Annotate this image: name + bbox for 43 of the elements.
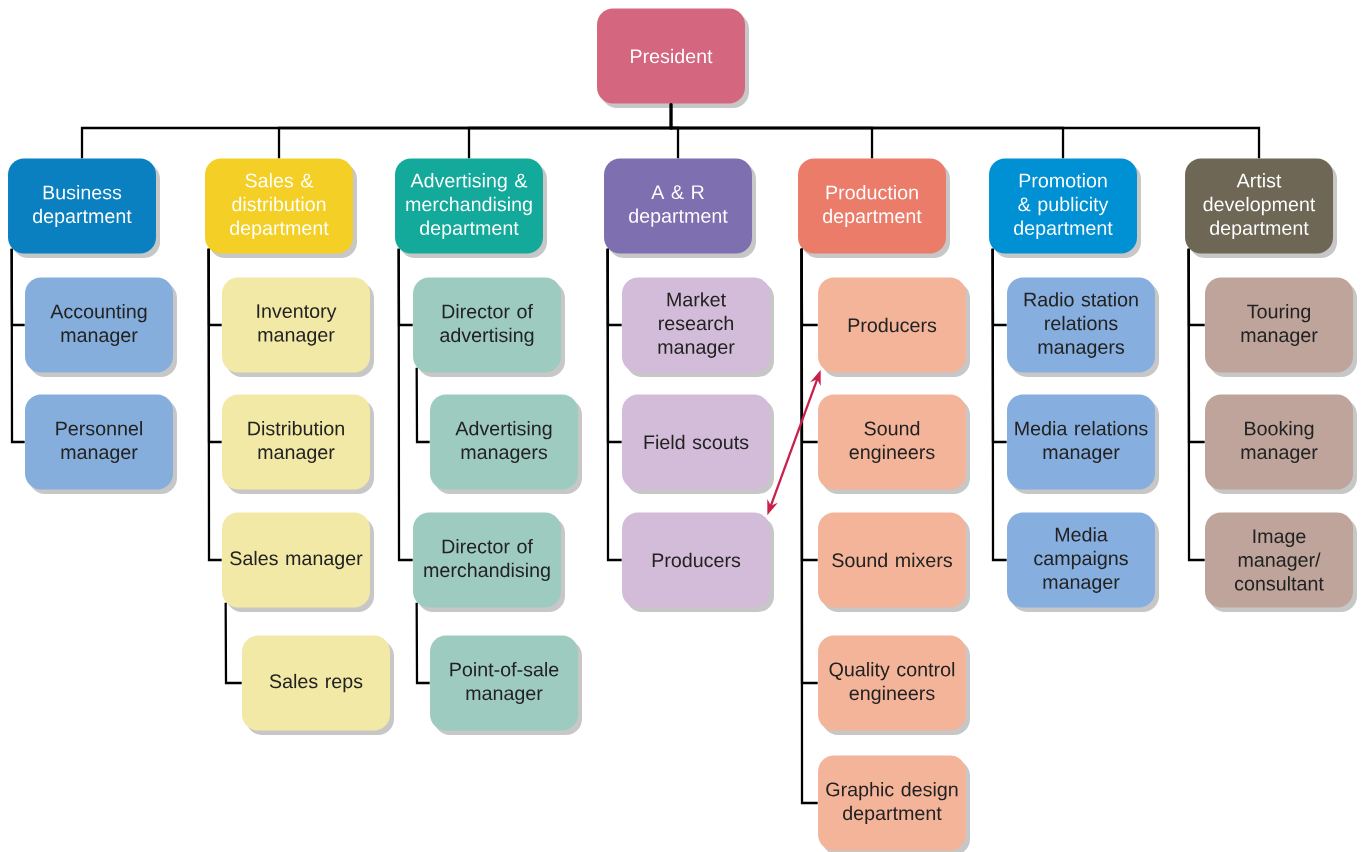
department-box: Advertising & merchandising department bbox=[395, 158, 547, 258]
position-box: Radio station relations managers bbox=[1007, 277, 1159, 377]
position-box: Inventory manager bbox=[222, 277, 374, 377]
department-box: Artist development department bbox=[1185, 158, 1337, 258]
connector-line bbox=[606, 248, 622, 562]
connector-line bbox=[10, 248, 25, 444]
connector-line bbox=[800, 248, 818, 805]
president-box: President bbox=[597, 8, 749, 108]
position-box: Graphic design department bbox=[818, 755, 970, 852]
position-box: Point-of-sale manager bbox=[430, 635, 582, 735]
department-box: Production department bbox=[798, 158, 950, 258]
position-box: Booking manager bbox=[1205, 394, 1357, 494]
connector-line bbox=[991, 248, 1007, 562]
position-box: Producers bbox=[818, 277, 970, 377]
position-box: Image manager/ consultant bbox=[1205, 512, 1357, 612]
position-box: Sales manager bbox=[222, 512, 374, 612]
department-box: Business department bbox=[8, 158, 160, 258]
position-box: Sound engineers bbox=[818, 394, 970, 494]
position-box: Field scouts bbox=[622, 394, 774, 494]
position-box: Sound mixers bbox=[818, 512, 970, 612]
connector-line bbox=[224, 602, 242, 685]
position-box: Media campaigns manager bbox=[1007, 512, 1159, 612]
position-box: Director of merchandising bbox=[413, 512, 565, 612]
position-box: Touring manager bbox=[1205, 277, 1357, 377]
position-box: Quality control engineers bbox=[818, 635, 970, 735]
connector-line bbox=[669, 103, 1261, 159]
position-box: Advertising managers bbox=[430, 394, 582, 494]
connector-line bbox=[397, 248, 413, 562]
position-box: Media relations manager bbox=[1007, 394, 1159, 494]
position-box: Accounting manager bbox=[25, 277, 177, 377]
department-box: Promotion & publicity department bbox=[989, 158, 1141, 258]
connector-line bbox=[1187, 248, 1205, 562]
connector-line bbox=[415, 367, 430, 444]
position-box: Director of advertising bbox=[413, 277, 565, 377]
position-box: Sales reps bbox=[242, 635, 394, 735]
position-box: Producers bbox=[622, 512, 774, 612]
position-box: Distribution manager bbox=[222, 394, 374, 494]
department-box: A & R department bbox=[604, 158, 756, 258]
position-box: Personnel manager bbox=[25, 394, 177, 494]
connector-line bbox=[415, 602, 430, 685]
connector-line bbox=[207, 248, 222, 562]
position-box: Market research manager bbox=[622, 277, 774, 377]
department-box: Sales & distribution department bbox=[205, 158, 357, 258]
